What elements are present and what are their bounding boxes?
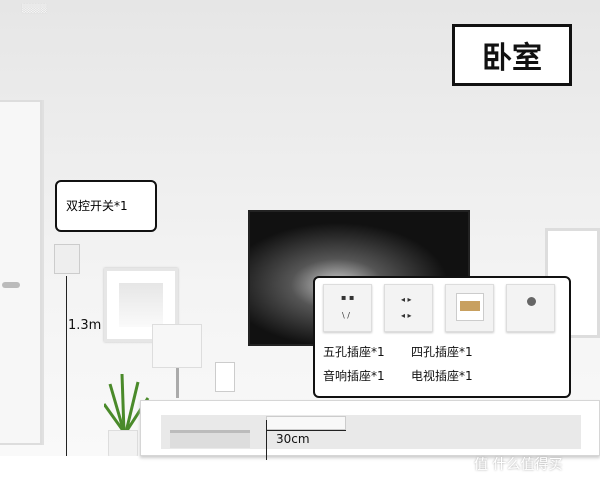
outlet-spacing-label: 30cm xyxy=(276,432,310,446)
speaker-socket-icon xyxy=(445,284,494,332)
door xyxy=(0,100,42,445)
height-dimension-line xyxy=(66,276,67,456)
top-watermark: ▒▒▒▒ xyxy=(22,4,47,13)
books xyxy=(170,430,250,448)
socket-label-tv: 电视插座*1 xyxy=(411,369,473,383)
four-hole-socket-icon: ◂ ▸◂ ▸ xyxy=(384,284,433,332)
switch-height-label: 1.3m xyxy=(68,318,102,333)
room-title: 卧室 xyxy=(452,24,572,86)
floor xyxy=(0,456,600,484)
five-hole-socket-icon: ▪ ▪\ / xyxy=(323,284,372,332)
tv-cabinet xyxy=(140,400,600,456)
double-switch xyxy=(54,244,80,274)
socket-label-speaker: 音响插座*1 xyxy=(323,369,385,383)
switch-callout-label: 双控开关*1 xyxy=(66,199,128,213)
spacing-dimension-line xyxy=(266,420,267,460)
cabinet-outlets xyxy=(266,416,346,430)
lamp-stem xyxy=(176,368,179,398)
lamp-shade xyxy=(152,324,202,368)
switch-callout: 双控开关*1 xyxy=(55,180,157,232)
speaker xyxy=(215,362,235,392)
site-watermark: 值 什么值得买 xyxy=(474,457,563,473)
door-handle xyxy=(2,282,20,288)
spacing-dimension-bar xyxy=(266,430,346,431)
socket-label-four-hole: 四孔插座*1 xyxy=(411,345,473,359)
wall-picture-frame xyxy=(104,268,178,342)
socket-label-five-hole: 五孔插座*1 xyxy=(323,345,385,359)
tv-socket-icon xyxy=(506,284,555,332)
socket-callout: ▪ ▪\ / ◂ ▸◂ ▸ 五孔插座*1 四孔插座*1 音响插座*1 电视插座*1 xyxy=(313,276,571,398)
